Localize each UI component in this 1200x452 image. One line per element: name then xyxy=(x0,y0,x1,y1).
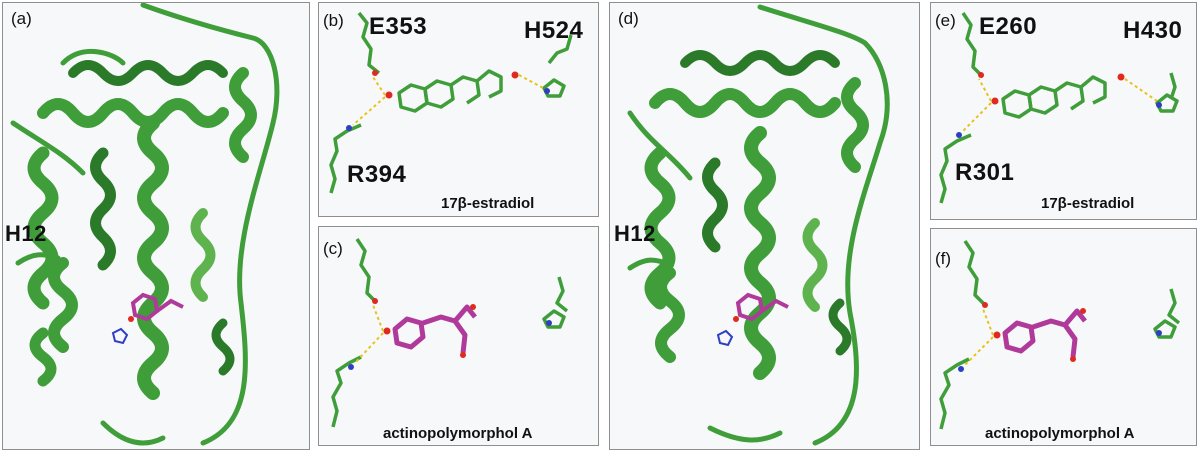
panel-f: (f) actinopolymorphol A xyxy=(930,228,1197,446)
binding-site-b xyxy=(329,11,573,194)
panel-a: (a) H12 xyxy=(2,2,310,450)
panel-label-a: (a) xyxy=(11,9,32,28)
panel-e: (e) E260 H430 R301 17β-estradiol xyxy=(930,2,1197,220)
panel-c: (c) actinopolymorphol A xyxy=(318,226,599,446)
ligand-label-f: actinopolymorphol A xyxy=(985,425,1135,442)
ligand-label-e: 17β-estradiol xyxy=(1041,195,1135,212)
protein-ribbon-a xyxy=(10,3,280,446)
ligand-label-b: 17β-estradiol xyxy=(441,195,535,212)
residue-label-3-b: R394 xyxy=(347,161,407,188)
helix-label-h12-a: H12 xyxy=(5,221,47,246)
helix-label-h12-d: H12 xyxy=(614,221,656,246)
binding-site-e xyxy=(939,12,1179,204)
panel-d: (d) H12 xyxy=(609,2,920,450)
protein-ribbon-d xyxy=(627,4,890,446)
residue-label-1-e: E260 xyxy=(979,13,1038,40)
binding-site-f xyxy=(939,240,1181,430)
residue-label-2-b: H524 xyxy=(524,17,584,44)
residue-label-3-e: R301 xyxy=(955,159,1015,186)
panel-b: (b) E353 H524 R394 17β-estradiol xyxy=(318,2,599,217)
binding-site-c xyxy=(331,238,569,428)
residue-label-1-b: E353 xyxy=(369,13,428,40)
panel-label-d: (d) xyxy=(618,9,639,28)
ligand-label-c: actinopolymorphol A xyxy=(383,425,533,442)
panel-label-f: (f) xyxy=(935,249,952,268)
panel-label-c: (c) xyxy=(323,239,343,258)
residue-label-2-e: H430 xyxy=(1123,17,1183,44)
panel-label-b: (b) xyxy=(323,11,344,30)
panel-label-e: (e) xyxy=(935,11,956,30)
